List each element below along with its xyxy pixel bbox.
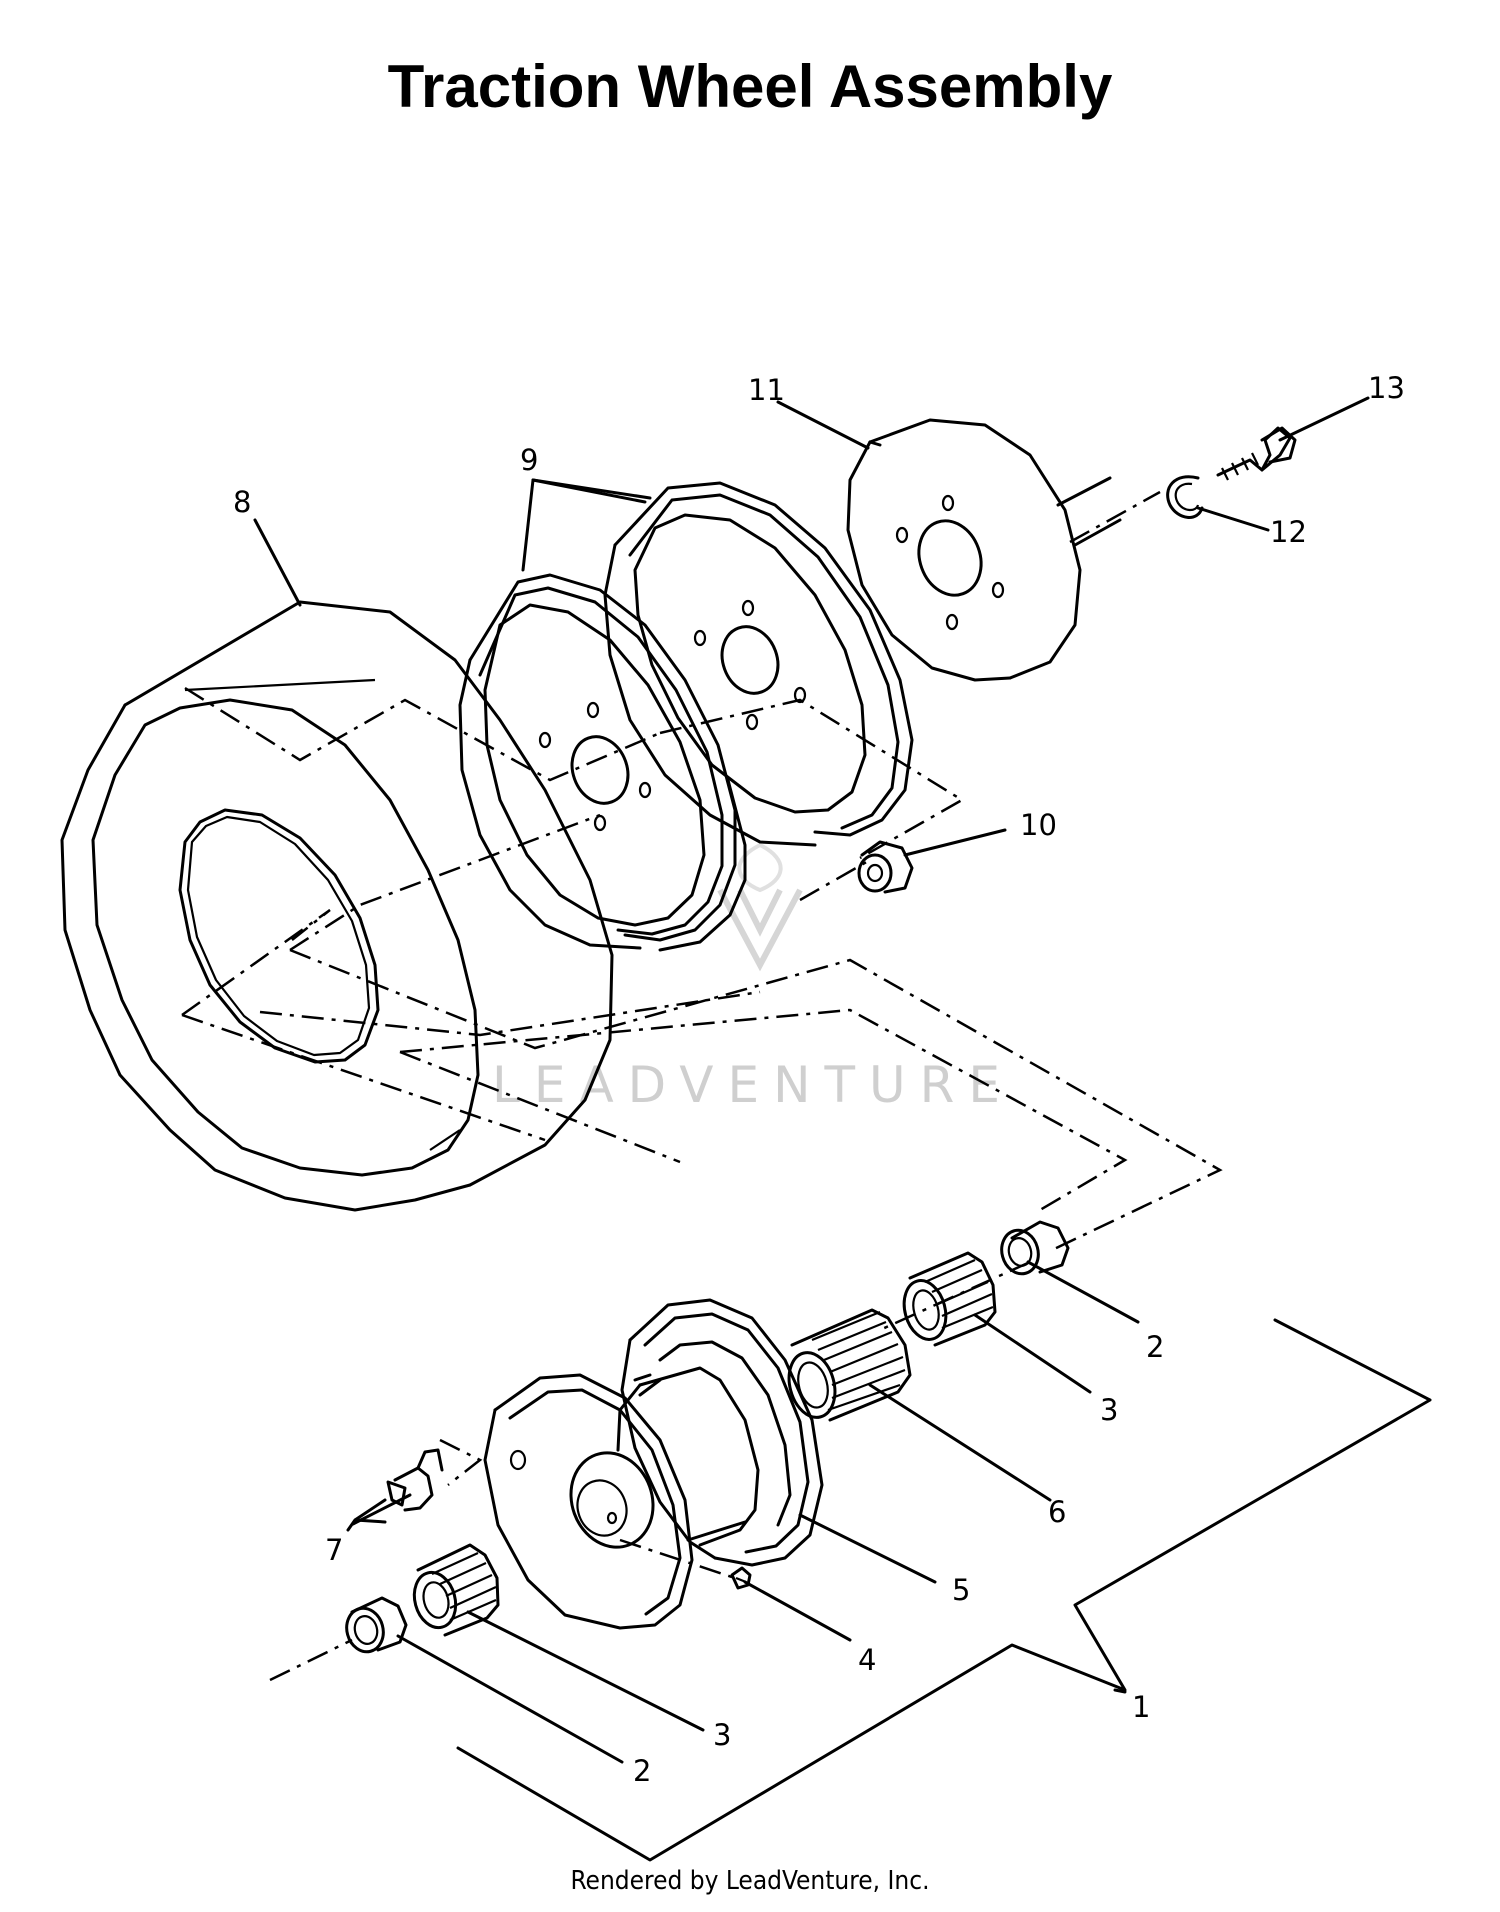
part-1-assembly-bracket [456, 1318, 1432, 1862]
callout-leader-lines [253, 396, 1370, 1764]
callout-7: 7 [325, 1533, 343, 1567]
callout-9: 9 [520, 443, 538, 477]
footer-credit: Rendered by LeadVenture, Inc. [570, 1866, 930, 1896]
part-9-rim-inner [603, 481, 914, 847]
part-12-retaining-ring [1166, 475, 1204, 519]
callout-12: 12 [1270, 515, 1307, 549]
part-10-lug-nut [857, 840, 914, 894]
part-4-stud [730, 1566, 752, 1590]
part-3-bearing-left [412, 1543, 500, 1637]
assembly-dashed-lines [181, 490, 1223, 1682]
part-2-bearing-cup-left [345, 1596, 408, 1654]
part-9-rim-outer [458, 573, 747, 952]
callout-2-left: 2 [633, 1754, 651, 1788]
leadventure-watermark: LEADVENTURE [492, 842, 1014, 1114]
part-5-hub-flange [483, 1298, 824, 1630]
diagram-title: Traction Wheel Assembly [387, 53, 1113, 120]
callout-11: 11 [748, 373, 785, 407]
part-11-hub-disc [846, 418, 1122, 682]
callout-3-left: 3 [713, 1718, 731, 1752]
callout-6: 6 [1048, 1495, 1066, 1529]
callout-5: 5 [952, 1573, 970, 1607]
part-13-bolt [1216, 426, 1297, 481]
watermark-text: LEADVENTURE [492, 1056, 1014, 1114]
part-8-tire [60, 600, 614, 1212]
callout-2-right: 2 [1146, 1330, 1164, 1364]
callout-8: 8 [233, 485, 251, 519]
part-7-grease-fitting [386, 1448, 444, 1512]
part-2-bearing-cup-right [1000, 1220, 1070, 1276]
callout-labels: 1 2 2 3 3 4 5 6 7 8 9 10 11 12 13 [233, 371, 1405, 1788]
part-6-roller-bearing [787, 1308, 912, 1422]
callout-3-right: 3 [1100, 1393, 1118, 1427]
callout-4: 4 [858, 1643, 876, 1677]
callout-10: 10 [1020, 808, 1057, 842]
callout-13: 13 [1368, 371, 1405, 405]
callout-1: 1 [1132, 1690, 1150, 1724]
